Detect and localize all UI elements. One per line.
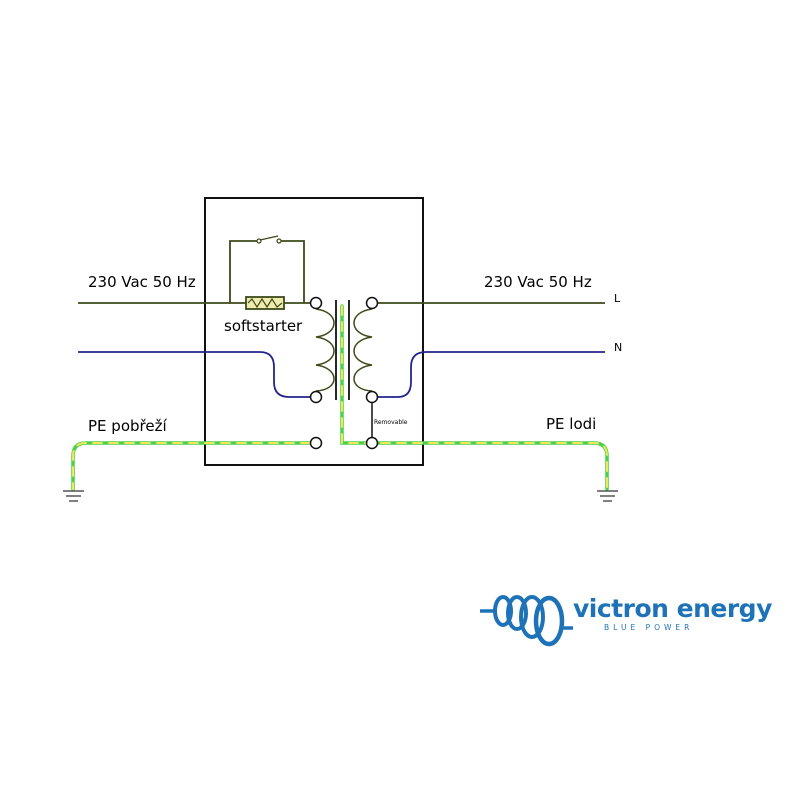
brand-name: victron energy xyxy=(573,594,772,623)
neutral-wire-output xyxy=(378,351,605,398)
terminals xyxy=(309,296,379,450)
line-wires xyxy=(78,240,605,304)
pe-wires xyxy=(71,304,609,491)
neutral-wires xyxy=(78,351,605,398)
primary-winding xyxy=(315,308,335,392)
neutral-wire-input xyxy=(78,351,310,398)
ground-icon xyxy=(63,490,84,502)
brand-tagline: BLUE POWER xyxy=(604,623,693,632)
terminal-secondary-n xyxy=(365,390,379,404)
transformer-housing xyxy=(204,197,424,466)
victron-energy-logo: victron energy BLUE POWER xyxy=(480,594,773,647)
ground-icon xyxy=(597,490,618,502)
terminal-pe-shore xyxy=(309,436,323,450)
terminal-primary-n xyxy=(309,390,323,404)
terminal-primary-l xyxy=(309,296,323,310)
secondary-winding xyxy=(353,308,373,392)
output-voltage-label: 230 Vac 50 Hz xyxy=(484,273,592,291)
pe-shore-label: PE pobřeží xyxy=(88,417,167,435)
softstarter-resistor xyxy=(245,296,285,310)
softstarter-label: softstarter xyxy=(224,317,303,335)
terminal-pe-boat xyxy=(365,436,379,450)
terminal-secondary-l xyxy=(365,296,379,310)
victron-coil-icon xyxy=(480,595,573,647)
removable-label: Removable xyxy=(374,419,408,426)
transformer-core xyxy=(335,300,350,400)
line-terminal-label: L xyxy=(614,292,621,305)
neutral-terminal-label: N xyxy=(614,341,622,354)
softstarter-bypass-wire xyxy=(229,240,258,303)
bypass-switch xyxy=(256,235,282,244)
input-voltage-label: 230 Vac 50 Hz xyxy=(88,273,196,291)
pe-boat-label: PE lodi xyxy=(546,415,596,433)
